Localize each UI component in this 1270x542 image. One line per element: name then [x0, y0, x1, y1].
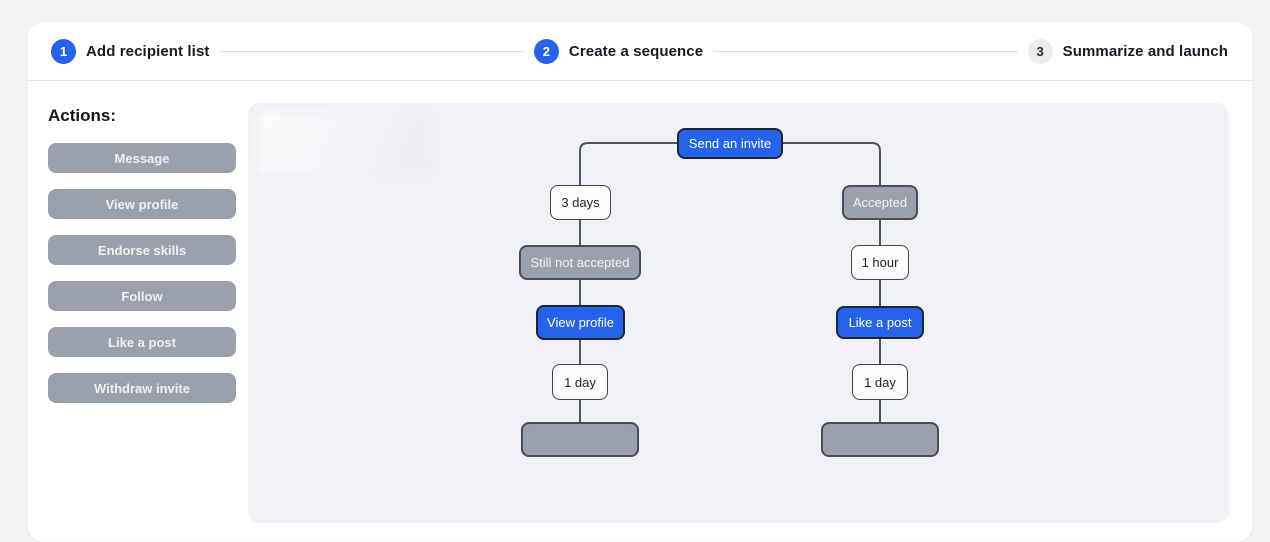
stepper-step-summarize-and-launch[interactable]: 3 Summarize and launch [1027, 39, 1228, 64]
action-button-view-profile[interactable]: View profile [48, 189, 236, 219]
stepper-connector-line [219, 50, 524, 53]
step-number-badge: 2 [533, 39, 559, 64]
blurred-content [259, 113, 429, 173]
wizard-body: Actions: Message View profile Endorse sk… [28, 81, 1252, 523]
stepper-step-create-a-sequence[interactable]: 2 Create a sequence [533, 39, 704, 64]
flow-node-1-hour[interactable]: 1 hour [851, 245, 909, 280]
wizard-card: 1 Add recipient list 2 Create a sequence… [27, 22, 1253, 542]
flow-node-still-not-accepted[interactable]: Still not accepted [519, 245, 641, 280]
action-button-withdraw-invite[interactable]: Withdraw invite [48, 373, 236, 403]
flow-node-like-a-post[interactable]: Like a post [836, 306, 924, 339]
actions-heading: Actions: [48, 106, 116, 125]
step-label: Create a sequence [568, 43, 704, 60]
action-button-message[interactable]: Message [48, 143, 236, 173]
flow-node-view-profile[interactable]: View profile [536, 305, 625, 340]
step-number-badge: 1 [51, 39, 76, 64]
stepper-connector-line [713, 50, 1018, 53]
step-label: Add recipient list [86, 43, 210, 60]
actions-sidebar: Actions: Message View profile Endorse sk… [28, 81, 248, 419]
action-button-like-a-post[interactable]: Like a post [48, 327, 236, 357]
sequence-canvas: Send an invite 3 days Still not accepted… [248, 103, 1229, 523]
step-label: Summarize and launch [1062, 43, 1228, 60]
flow-node-send-an-invite[interactable]: Send an invite [677, 128, 783, 159]
flow-node-1-day-left[interactable]: 1 day [552, 364, 608, 400]
flow-node-partial-left[interactable] [521, 422, 639, 457]
flow-node-partial-right[interactable] [821, 422, 939, 457]
stepper: 1 Add recipient list 2 Create a sequence… [28, 23, 1252, 81]
flow-node-accepted[interactable]: Accepted [842, 185, 918, 220]
action-button-endorse-skills[interactable]: Endorse skills [48, 235, 236, 265]
flow-node-1-day-right[interactable]: 1 day [852, 364, 908, 400]
flow-node-3-days[interactable]: 3 days [550, 185, 611, 220]
action-button-follow[interactable]: Follow [48, 281, 236, 311]
step-number-badge: 3 [1027, 39, 1053, 64]
stepper-step-add-recipient-list[interactable]: 1 Add recipient list [51, 39, 210, 64]
flow-edges [579, 142, 881, 433]
